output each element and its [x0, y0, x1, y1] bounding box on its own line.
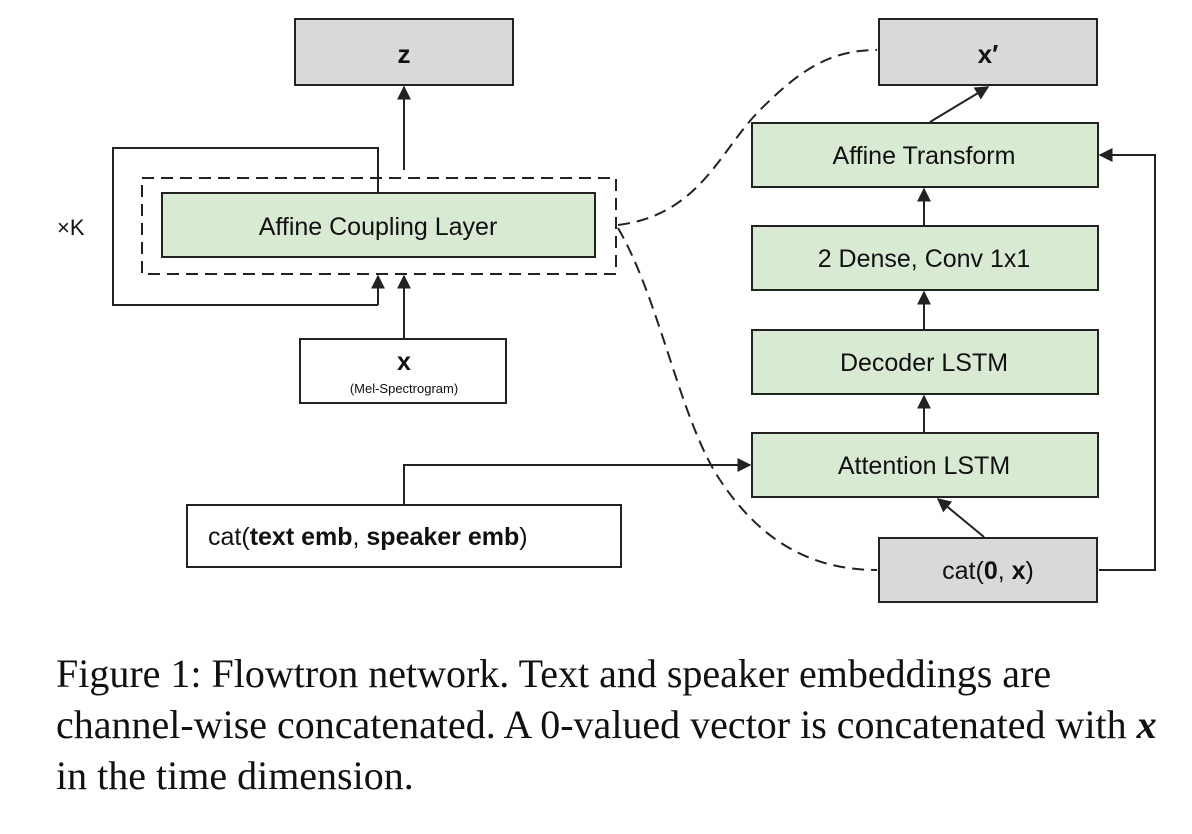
- arrow-cat-to-attention: [936, 498, 985, 538]
- x-prime-label: x′: [978, 39, 999, 69]
- attention-lstm-box: [751, 432, 1099, 498]
- cat-zero-box: [878, 537, 1098, 603]
- arrow-text-to-attention: [403, 458, 752, 504]
- x-sublabel: (Mel-Spectrogram): [350, 381, 458, 396]
- x-box: [299, 338, 507, 404]
- affine-transform-box: [751, 122, 1099, 188]
- z-box: [294, 18, 514, 86]
- dense-conv-box: [751, 225, 1099, 291]
- flowtron-diagram: z ×K Affine Coupling Layer x (Mel-Spectr…: [57, 18, 1156, 603]
- affine-coupling-label: Affine Coupling Layer: [259, 213, 498, 241]
- z-label: z: [398, 39, 411, 69]
- x-prime-box: [878, 18, 1098, 86]
- repeat-label: ×K: [57, 215, 85, 240]
- attention-lstm-label: Attention LSTM: [838, 452, 1010, 480]
- cat-text-box: [186, 504, 622, 568]
- dense-conv-label: 2 Dense, Conv 1x1: [818, 245, 1031, 273]
- x-label: x: [397, 348, 411, 376]
- skip-connection: [1098, 148, 1156, 571]
- coupling-dashed-group: [141, 177, 617, 275]
- arrow-affine-to-xprime: [929, 86, 990, 123]
- figure-caption: Figure 1: Flowtron network. Text and spe…: [56, 651, 1157, 798]
- zoom-curve-top: [617, 49, 878, 226]
- affine-coupling-box: [161, 192, 596, 258]
- zoom-curve-bottom: [617, 227, 878, 571]
- repeat-loop: [112, 147, 379, 306]
- decoder-lstm-label: Decoder LSTM: [840, 349, 1008, 377]
- affine-transform-label: Affine Transform: [833, 142, 1016, 170]
- cat-zero-label: cat(0, x): [942, 557, 1034, 585]
- cat-text-label: cat(text emb, speaker emb): [208, 523, 528, 551]
- decoder-lstm-box: [751, 329, 1099, 395]
